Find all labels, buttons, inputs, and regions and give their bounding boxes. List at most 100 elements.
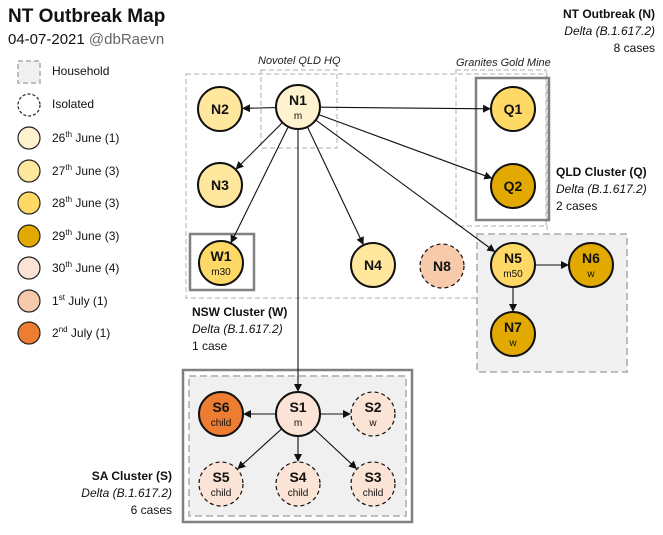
node-s1[interactable]: S1m <box>275 391 321 437</box>
date-swatch-icon <box>17 191 41 215</box>
date-swatch-icon <box>17 256 41 280</box>
sa-cluster-cases: 6 cases <box>130 503 172 517</box>
node-n8[interactable]: N8 <box>419 243 465 289</box>
node-id-label: S5 <box>212 469 229 485</box>
node-id-label: N5 <box>504 250 522 266</box>
legend-date-2: 27th June (3) <box>12 158 172 183</box>
legend-date-4: 29th June (3) <box>12 223 172 248</box>
node-id-label: N3 <box>211 177 229 193</box>
edge-S1-S3 <box>313 428 357 469</box>
nsw-cluster-box <box>188 232 256 292</box>
node-circle <box>490 163 536 209</box>
novotel-label: Novotel QLD HQ <box>258 55 341 67</box>
legend-isolated: Isolated <box>12 92 172 117</box>
legend-date-5: 30th June (4) <box>12 255 172 280</box>
legend-date-3: 28th June (3) <box>12 190 172 215</box>
legend-household: Household <box>12 59 172 84</box>
node-id-label: Q1 <box>504 101 523 117</box>
node-sub-label: w <box>508 338 517 349</box>
legend-date-label: 30th June (4) <box>52 260 120 275</box>
edge-N1-N5 <box>315 119 496 252</box>
node-q2[interactable]: Q2 <box>490 163 536 209</box>
novotel-region <box>260 69 338 149</box>
date-swatch-icon <box>17 321 41 345</box>
node-n6[interactable]: N6 w <box>568 242 614 288</box>
node-sub-label: m50 <box>503 269 523 280</box>
legend-date-1: 26th June (1) <box>12 125 172 150</box>
date-swatch-icon <box>17 158 41 183</box>
node-id-label: N1 <box>289 92 307 108</box>
edge-N1-Q2 <box>318 114 493 180</box>
edge-S1-S5 <box>237 428 283 470</box>
legend-date-label: 29th June (3) <box>52 227 120 243</box>
legend-date-label: 27th June (3) <box>52 162 120 178</box>
sa-cluster-info: SA Cluster (S) Delta (B.1.617.2) 6 cases <box>40 468 172 519</box>
node-circle <box>568 242 614 288</box>
nsw-cluster-cases: 1 case <box>192 339 228 353</box>
node-sub-label: child <box>211 418 232 429</box>
date-line: 04-07-2021 @dbRaevn <box>8 31 164 48</box>
node-n7[interactable]: N7 w <box>490 311 536 357</box>
node-s5[interactable]: S5 child <box>198 461 244 507</box>
node-id-label: N7 <box>504 319 522 335</box>
node-circle <box>490 242 536 288</box>
nt-cluster-info: NT Outbreak (N) Delta (B.1.617.2) 8 case… <box>495 6 655 57</box>
qld-cluster-strain: Delta (B.1.617.2) <box>556 182 647 196</box>
node-q1[interactable]: Q1 <box>490 86 536 132</box>
node-id-label: S6 <box>212 399 229 415</box>
edge-N1-W1 <box>230 126 289 244</box>
edge-N1-N2 <box>241 104 277 113</box>
node-id-label: W1 <box>211 248 232 264</box>
qld-cluster-info: QLD Cluster (Q) Delta (B.1.617.2) 2 case… <box>556 164 661 215</box>
edge-N1-N3 <box>235 122 283 170</box>
node-n1[interactable]: N1m <box>275 84 321 130</box>
nt-cluster-name: NT Outbreak (N) <box>562 7 655 21</box>
node-n4[interactable]: N4 <box>350 242 396 288</box>
node-n3[interactable]: N3 <box>197 162 243 208</box>
sa-cluster-strain: Delta (B.1.617.2) <box>81 486 172 500</box>
qld-cluster-box <box>474 76 551 222</box>
sa-cluster-name: SA Cluster (S) <box>91 469 172 483</box>
node-id-label: S2 <box>364 399 381 415</box>
map-title: NT Outbreak Map <box>8 6 166 27</box>
node-s2[interactable]: S2 w <box>350 391 396 437</box>
node-circle <box>275 461 321 507</box>
node-circle <box>490 311 536 357</box>
node-circle <box>275 391 321 437</box>
node-s3[interactable]: S3 child <box>350 461 396 507</box>
qld-cluster-cases: 2 cases <box>556 199 598 213</box>
node-s6[interactable]: S6 child <box>198 391 244 437</box>
node-circle <box>350 242 396 288</box>
nt-cluster-strain: Delta (B.1.617.2) <box>564 24 655 38</box>
edge-N1-Q1 <box>319 104 492 113</box>
node-sub-label: m30 <box>211 267 231 278</box>
node-id-label: N6 <box>582 250 600 266</box>
legend-date-7: 2nd July (1) <box>12 320 172 345</box>
node-sub-label: w <box>586 269 595 280</box>
node-id-label: Q2 <box>504 178 523 194</box>
nsw-cluster-name: NSW Cluster (W) <box>192 305 288 319</box>
nsw-cluster-strain: Delta (B.1.617.2) <box>192 322 283 336</box>
node-id-label: S3 <box>364 469 381 485</box>
node-circle <box>197 86 243 132</box>
node-sub-label: w <box>368 418 377 429</box>
node-n2[interactable]: N2 <box>197 86 243 132</box>
date-text: 04-07-2021 <box>8 31 85 48</box>
node-sub-label: child <box>211 488 232 499</box>
node-circle <box>350 461 396 507</box>
legend-label: Isolated <box>52 97 95 111</box>
node-circle <box>275 84 321 130</box>
nt-cluster-cases: 8 cases <box>613 41 655 55</box>
node-id-label: S1 <box>289 399 306 415</box>
node-circle <box>198 461 244 507</box>
node-id-label: S4 <box>289 469 306 485</box>
node-circle <box>490 86 536 132</box>
node-circle <box>350 391 396 437</box>
node-id-label: N2 <box>211 101 229 117</box>
node-sub-label: child <box>363 488 384 499</box>
legend-date-label: 1st July (1) <box>52 292 108 308</box>
